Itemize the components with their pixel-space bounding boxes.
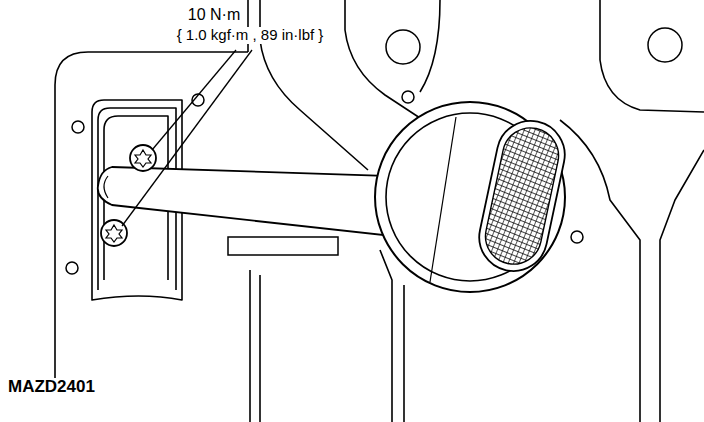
bolt (101, 145, 156, 246)
leader-line (122, 50, 252, 226)
strainer-screen (473, 115, 571, 278)
torque-value: 10 N·m (186, 6, 242, 24)
figure-id: MAZD2401 (6, 378, 97, 397)
strainer-ring (375, 102, 565, 292)
slot (228, 237, 338, 255)
housing-outline (55, 0, 704, 422)
torque-value: { 1.0 kgf·m , 89 in·lbf } (175, 27, 326, 44)
bolt-holes (66, 28, 682, 274)
strainer-pipe (98, 167, 392, 236)
